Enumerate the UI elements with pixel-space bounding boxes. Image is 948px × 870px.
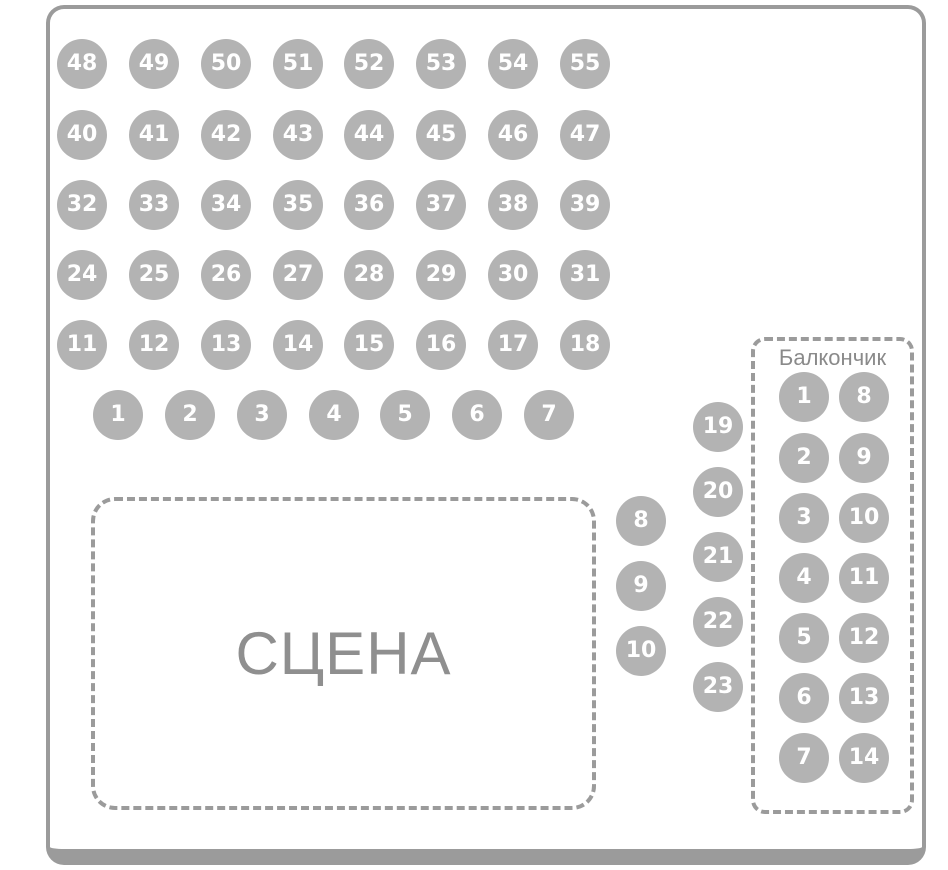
seat-7[interactable]: 7 bbox=[524, 390, 574, 440]
seat-28[interactable]: 28 bbox=[344, 250, 394, 300]
seat-25[interactable]: 25 bbox=[129, 250, 179, 300]
seat-47[interactable]: 47 bbox=[560, 110, 610, 160]
seat-52[interactable]: 52 bbox=[344, 39, 394, 89]
seat-36[interactable]: 36 bbox=[344, 180, 394, 230]
seat-18[interactable]: 18 bbox=[560, 320, 610, 370]
seat-2[interactable]: 2 bbox=[165, 390, 215, 440]
balcony-seat-9[interactable]: 9 bbox=[839, 433, 889, 483]
balcony-seat-2[interactable]: 2 bbox=[779, 433, 829, 483]
seat-51[interactable]: 51 bbox=[273, 39, 323, 89]
balcony-seat-6[interactable]: 6 bbox=[779, 673, 829, 723]
seat-13[interactable]: 13 bbox=[201, 320, 251, 370]
seat-9[interactable]: 9 bbox=[616, 561, 666, 611]
seat-39[interactable]: 39 bbox=[560, 180, 610, 230]
seat-50[interactable]: 50 bbox=[201, 39, 251, 89]
seat-8[interactable]: 8 bbox=[616, 496, 666, 546]
seat-1[interactable]: 1 bbox=[93, 390, 143, 440]
balcony-area: Балкончик bbox=[751, 337, 914, 814]
seat-34[interactable]: 34 bbox=[201, 180, 251, 230]
balcony-seat-4[interactable]: 4 bbox=[779, 553, 829, 603]
seat-48[interactable]: 48 bbox=[57, 39, 107, 89]
seat-43[interactable]: 43 bbox=[273, 110, 323, 160]
balcony-seat-3[interactable]: 3 bbox=[779, 493, 829, 543]
seat-29[interactable]: 29 bbox=[416, 250, 466, 300]
stage-label: СЦЕНА bbox=[235, 620, 452, 687]
seat-32[interactable]: 32 bbox=[57, 180, 107, 230]
seat-45[interactable]: 45 bbox=[416, 110, 466, 160]
seat-33[interactable]: 33 bbox=[129, 180, 179, 230]
seat-6[interactable]: 6 bbox=[452, 390, 502, 440]
seat-16[interactable]: 16 bbox=[416, 320, 466, 370]
seat-27[interactable]: 27 bbox=[273, 250, 323, 300]
balcony-seat-8[interactable]: 8 bbox=[839, 372, 889, 422]
seat-30[interactable]: 30 bbox=[488, 250, 538, 300]
seat-53[interactable]: 53 bbox=[416, 39, 466, 89]
seat-44[interactable]: 44 bbox=[344, 110, 394, 160]
balcony-seat-10[interactable]: 10 bbox=[839, 493, 889, 543]
seat-35[interactable]: 35 bbox=[273, 180, 323, 230]
balcony-seat-11[interactable]: 11 bbox=[839, 553, 889, 603]
seat-23[interactable]: 23 bbox=[693, 662, 743, 712]
seat-49[interactable]: 49 bbox=[129, 39, 179, 89]
seat-24[interactable]: 24 bbox=[57, 250, 107, 300]
seat-15[interactable]: 15 bbox=[344, 320, 394, 370]
seat-20[interactable]: 20 bbox=[693, 467, 743, 517]
balcony-seat-1[interactable]: 1 bbox=[779, 372, 829, 422]
stage-area: СЦЕНА bbox=[91, 497, 596, 810]
balcony-seat-14[interactable]: 14 bbox=[839, 733, 889, 783]
balcony-label: Балкончик bbox=[778, 345, 887, 370]
balcony-seat-13[interactable]: 13 bbox=[839, 673, 889, 723]
seat-21[interactable]: 21 bbox=[693, 532, 743, 582]
seat-12[interactable]: 12 bbox=[129, 320, 179, 370]
seat-31[interactable]: 31 bbox=[560, 250, 610, 300]
balcony-seat-12[interactable]: 12 bbox=[839, 613, 889, 663]
seat-38[interactable]: 38 bbox=[488, 180, 538, 230]
seat-3[interactable]: 3 bbox=[237, 390, 287, 440]
balcony-seat-5[interactable]: 5 bbox=[779, 613, 829, 663]
seat-40[interactable]: 40 bbox=[57, 110, 107, 160]
seat-19[interactable]: 19 bbox=[693, 402, 743, 452]
seat-22[interactable]: 22 bbox=[693, 597, 743, 647]
seat-41[interactable]: 41 bbox=[129, 110, 179, 160]
seat-17[interactable]: 17 bbox=[488, 320, 538, 370]
seat-37[interactable]: 37 bbox=[416, 180, 466, 230]
seat-42[interactable]: 42 bbox=[201, 110, 251, 160]
seat-26[interactable]: 26 bbox=[201, 250, 251, 300]
seat-11[interactable]: 11 bbox=[57, 320, 107, 370]
seat-10[interactable]: 10 bbox=[616, 626, 666, 676]
seat-4[interactable]: 4 bbox=[309, 390, 359, 440]
seat-14[interactable]: 14 bbox=[273, 320, 323, 370]
seat-54[interactable]: 54 bbox=[488, 39, 538, 89]
seat-55[interactable]: 55 bbox=[560, 39, 610, 89]
balcony-seat-7[interactable]: 7 bbox=[779, 733, 829, 783]
seat-5[interactable]: 5 bbox=[380, 390, 430, 440]
seat-46[interactable]: 46 bbox=[488, 110, 538, 160]
